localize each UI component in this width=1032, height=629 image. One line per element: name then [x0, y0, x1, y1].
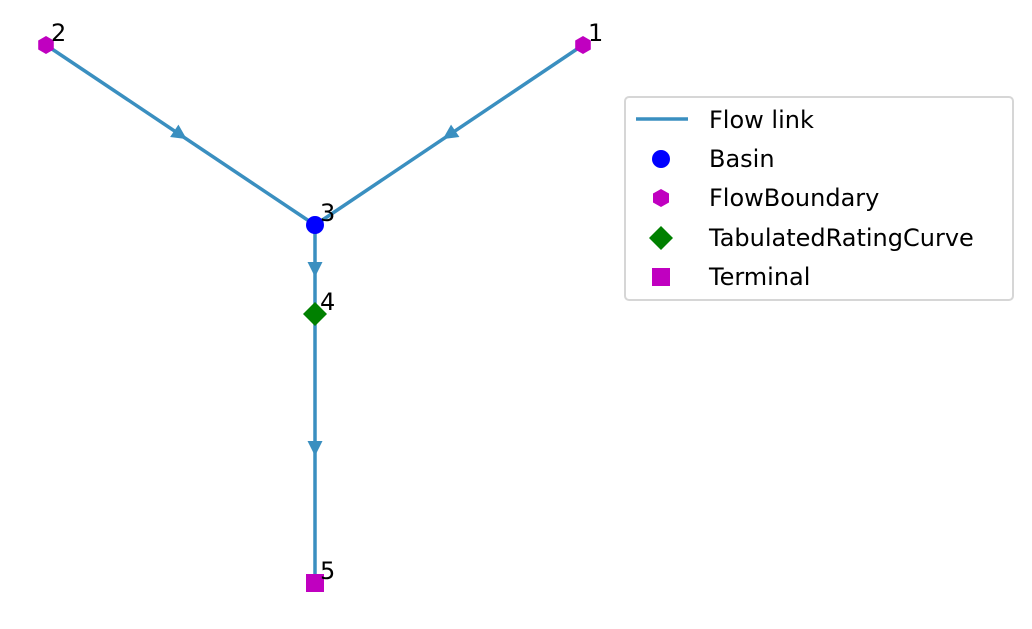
node-1: 1 [575, 19, 603, 54]
tabulated-rating-curve-diamond-icon [649, 226, 673, 250]
links-layer [45, 43, 584, 583]
legend-item-flow-link: Flow link [636, 106, 814, 134]
node-label: 3 [320, 199, 335, 227]
legend-item-basin: Basin [652, 145, 775, 173]
node-5: 5 [306, 557, 335, 592]
flow-arrow-icon [307, 262, 323, 277]
legend-label-tabulated-rating-curve: TabulatedRatingCurve [708, 224, 974, 252]
flow-arrow-icon [307, 441, 323, 456]
node-2: 2 [38, 19, 66, 54]
node-4: 4 [303, 288, 335, 326]
basin-circle-icon [652, 150, 670, 168]
terminal-square-icon [652, 268, 670, 286]
legend-label-basin: Basin [709, 145, 775, 173]
legend: Flow link Basin FlowBoundary TabulatedRa… [624, 96, 1014, 301]
flow-link-1-3 [314, 43, 584, 227]
legend-frame [624, 96, 1014, 301]
legend-label-terminal: Terminal [708, 263, 810, 291]
flow-arrow-icon [442, 124, 460, 140]
node-label: 2 [51, 19, 66, 47]
terminal-node-icon [306, 574, 324, 592]
flow-link-3-4 [307, 225, 323, 314]
flow-boundary-hexagon-icon [653, 189, 669, 207]
basin-node-icon [306, 216, 324, 234]
legend-item-tabulated-rating-curve: TabulatedRatingCurve [649, 224, 974, 252]
legend-label-flow-boundary: FlowBoundary [709, 184, 879, 212]
flow-arrow-icon [170, 124, 187, 140]
node-3: 3 [306, 199, 335, 234]
nodes-layer: 1 2 3 4 5 [38, 19, 603, 592]
flow-link-2-3 [45, 43, 316, 227]
tabulated-rating-curve-node-icon [303, 302, 327, 326]
flow-boundary-node-icon [575, 36, 591, 54]
legend-item-flow-boundary: FlowBoundary [653, 184, 879, 212]
legend-item-terminal: Terminal [652, 263, 810, 291]
node-label: 4 [320, 288, 335, 316]
flow-link-4-5 [307, 314, 323, 583]
legend-label-flow-link: Flow link [709, 106, 814, 134]
flow-boundary-node-icon [38, 36, 54, 54]
node-label: 5 [320, 557, 335, 585]
node-label: 1 [588, 19, 603, 47]
